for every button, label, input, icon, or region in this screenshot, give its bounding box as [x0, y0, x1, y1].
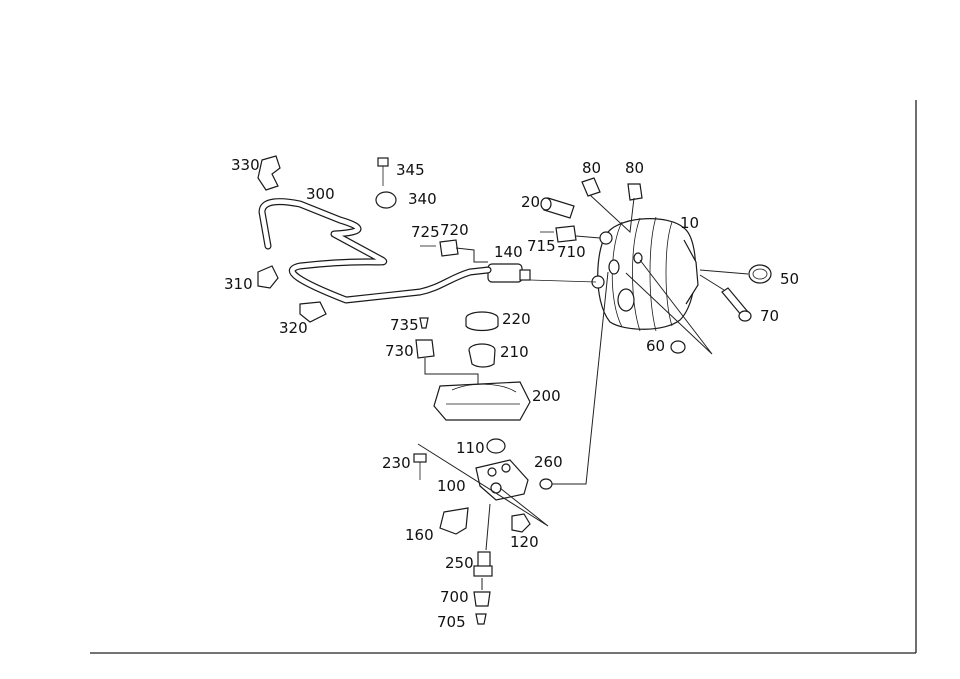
label-230: 230 [382, 454, 411, 472]
nut-120 [511, 513, 531, 533]
label-20: 20 [521, 193, 540, 211]
label-50: 50 [780, 270, 799, 288]
label-710: 710 [557, 243, 586, 261]
reservoir-cap-220 [465, 311, 499, 332]
clamp-340 [375, 191, 397, 209]
master-cylinder-100 [475, 459, 529, 501]
label-100: 100 [437, 477, 466, 495]
seal-ring-50 [748, 264, 772, 284]
strainer-210 [468, 343, 496, 368]
label-730: 730 [385, 342, 414, 360]
label-220: 220 [502, 310, 531, 328]
label-300: 300 [306, 185, 335, 203]
label-715: 715 [527, 237, 556, 255]
label-725: 725 [411, 223, 440, 241]
label-70: 70 [760, 307, 779, 325]
vacuum-sensor-140 [487, 263, 597, 283]
sensor-250 [473, 503, 493, 577]
seal-110 [486, 438, 506, 454]
label-60: 60 [646, 337, 665, 355]
pushrod-70 [721, 287, 752, 322]
fluid-reservoir-200 [433, 381, 531, 421]
label-735: 735 [390, 316, 419, 334]
label-320: 320 [279, 319, 308, 337]
label-700: 700 [440, 588, 469, 606]
label-10: 10 [680, 214, 699, 232]
clip-310 [257, 265, 279, 289]
label-250: 250 [445, 554, 474, 572]
label-160: 160 [405, 526, 434, 544]
clip-330 [257, 155, 281, 191]
plug-735 [419, 317, 429, 329]
clip-80 [581, 177, 601, 197]
fitting-710 [555, 225, 577, 243]
label-260: 260 [534, 453, 563, 471]
bolt-230 [413, 453, 427, 480]
label-310: 310 [224, 275, 253, 293]
connector-700 [473, 591, 491, 607]
label-80-left: 80 [582, 159, 601, 177]
label-345: 345 [396, 161, 425, 179]
label-140: 140 [494, 243, 523, 261]
vacuum-hose-300 [258, 198, 492, 304]
label-210: 210 [500, 343, 529, 361]
label-720: 720 [440, 221, 469, 239]
label-120: 120 [510, 533, 539, 551]
label-705: 705 [437, 613, 466, 631]
heat-shield-160 [439, 507, 469, 535]
label-200: 200 [532, 387, 561, 405]
grommet-60 [670, 340, 686, 354]
plug-705 [475, 613, 487, 625]
plug-80 [627, 183, 643, 201]
label-110: 110 [456, 439, 485, 457]
fitting-730 [415, 339, 435, 359]
seal-260 [539, 478, 553, 490]
clip-320 [299, 301, 327, 323]
label-80-right: 80 [625, 159, 644, 177]
label-330: 330 [231, 156, 260, 174]
brake-booster [591, 216, 699, 332]
fitting-720 [439, 239, 459, 257]
screw-345 [377, 157, 389, 186]
label-340: 340 [408, 190, 437, 208]
